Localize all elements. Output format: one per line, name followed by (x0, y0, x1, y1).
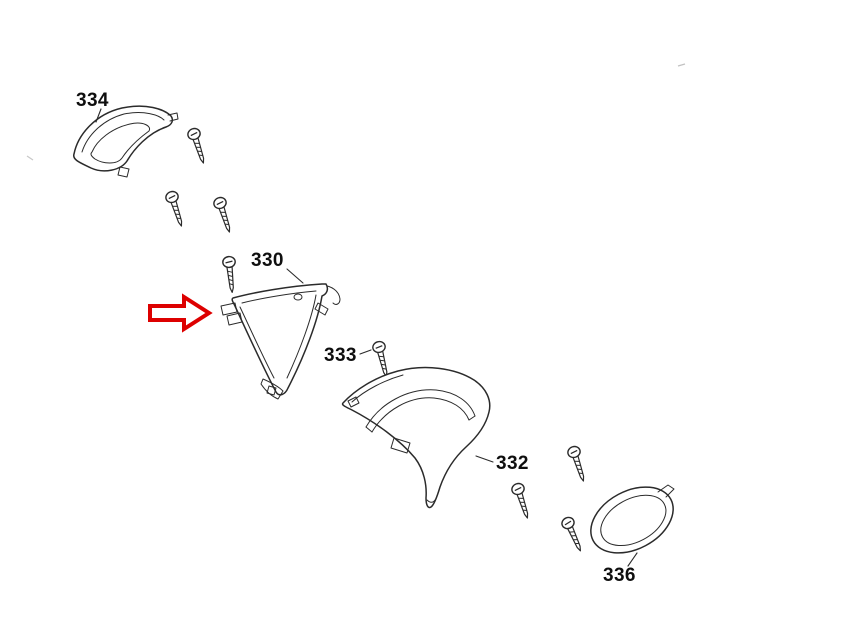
part-label-336: 336 (603, 565, 636, 586)
scan-artifact (26, 155, 34, 161)
part-334-inner-opening (90, 122, 151, 164)
part-332-arch-outer (365, 389, 476, 428)
part-label-333: 333 (324, 345, 357, 366)
screw-icon (565, 444, 591, 484)
leader-line-333 (359, 349, 372, 355)
part-332-tab (390, 437, 411, 454)
part-330-inner-left-line (239, 306, 275, 379)
leader-line-334 (95, 108, 102, 123)
part-label-334: 334 (76, 90, 109, 111)
part-332-arch-end-right (468, 415, 476, 421)
part-330-hook-wire (321, 284, 341, 305)
screw-icon (211, 195, 237, 235)
leader-line-330 (286, 268, 304, 284)
part-label-332: 332 (496, 453, 529, 474)
part-330-outer-outline (231, 283, 329, 396)
part-330-clip-upper (220, 302, 238, 316)
part-330-inner-right-line (286, 294, 317, 379)
part-330-side-peg (314, 302, 329, 316)
screw-icon (163, 189, 189, 229)
part-336-outer-rim (590, 486, 674, 554)
part-334-right-tab (167, 112, 179, 122)
part-330-foot-hole (266, 385, 277, 396)
part-332-left-clip (347, 396, 360, 408)
screw-icon (370, 339, 394, 379)
part-330-hole (293, 293, 303, 301)
screw-icon (559, 514, 587, 555)
part-332-arch-end-left (365, 426, 373, 433)
part-334-bottom-tab (117, 166, 130, 178)
part-label-330: 330 (251, 250, 284, 271)
part-336-tab (657, 484, 675, 498)
part-334-drawing (73, 105, 179, 178)
screw-icon (509, 481, 535, 521)
screw-icon (221, 255, 240, 294)
part-330-drawing (220, 283, 341, 400)
part-330-foot (260, 378, 284, 400)
part-332-drawing (341, 366, 491, 509)
part-330-inner-top-line (241, 290, 317, 304)
part-334-outer-outline (73, 105, 174, 172)
callout-arrow (148, 293, 213, 333)
leader-line-336 (627, 552, 638, 567)
part-336-inner-face (600, 494, 667, 547)
part-332-outer-outline (341, 366, 491, 509)
part-332-arch-inner (371, 397, 470, 433)
part-336-drawing (590, 486, 674, 554)
part-330-clip-lower (226, 312, 243, 326)
part-332-inner-top-line (351, 374, 404, 403)
part-332-tip-detail (426, 499, 436, 503)
part-334-rim-line (81, 112, 165, 153)
scan-artifact (677, 63, 686, 67)
screw-icon (185, 126, 211, 166)
leader-line-332 (475, 455, 494, 463)
